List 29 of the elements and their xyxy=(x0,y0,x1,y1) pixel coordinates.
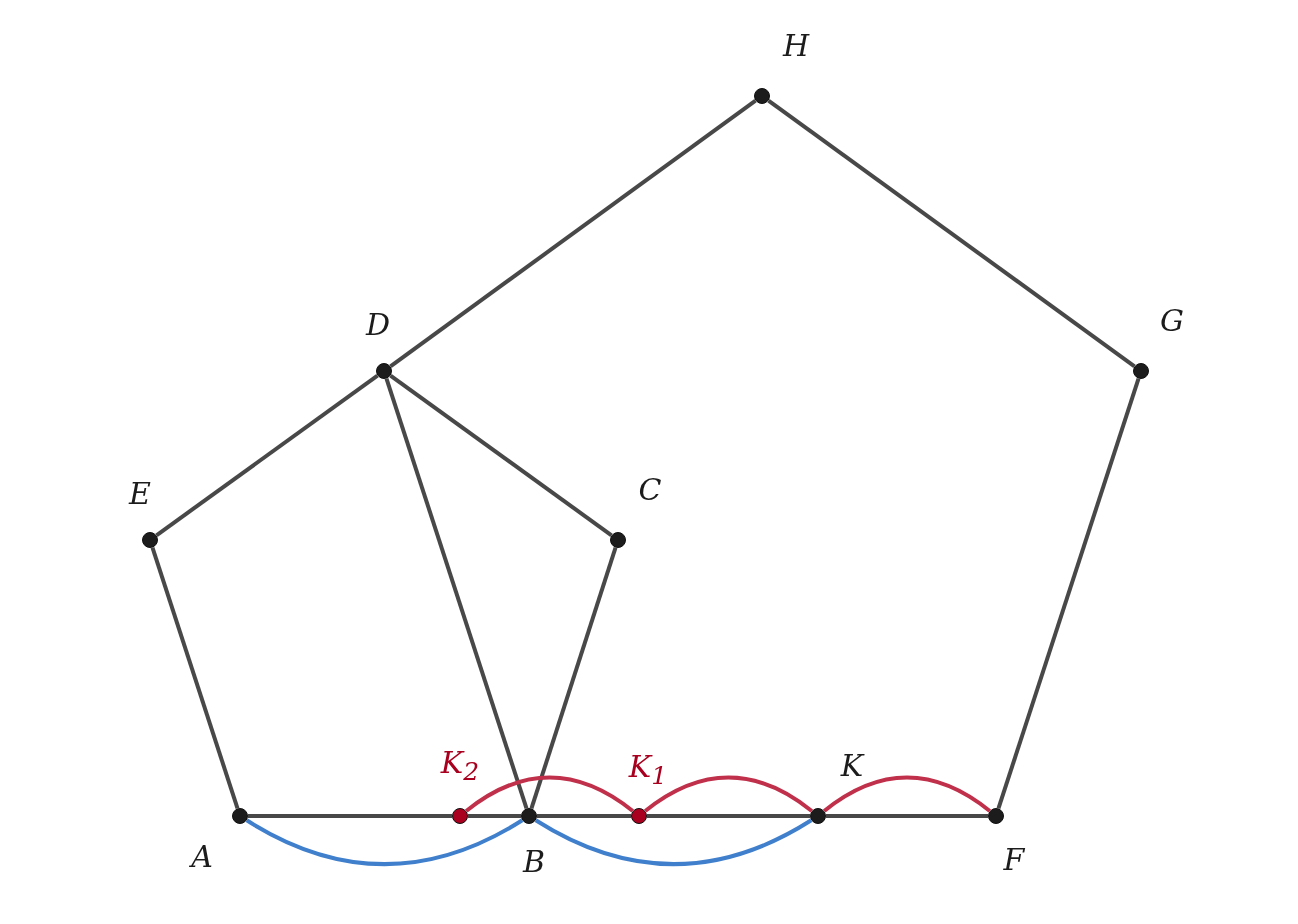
point-label: H xyxy=(782,31,810,61)
point-label: K xyxy=(840,751,864,781)
point-label: C xyxy=(638,475,662,505)
arc-curve xyxy=(245,818,524,867)
arc-curve xyxy=(465,775,634,813)
segment-line xyxy=(529,547,618,809)
point-label: A xyxy=(191,842,213,872)
segment-line xyxy=(248,814,452,818)
point-label: B xyxy=(523,847,545,877)
segment-line xyxy=(826,814,988,818)
segment-line xyxy=(647,814,810,818)
segment-line xyxy=(384,378,529,809)
point-label: G xyxy=(1160,306,1184,336)
segment-line xyxy=(389,99,757,368)
segment-line xyxy=(150,547,240,809)
point-label: K$_{1}$ xyxy=(628,752,668,788)
segment-line xyxy=(468,814,521,818)
segment-line xyxy=(537,814,631,818)
segment-line xyxy=(996,378,1141,809)
point-label: F xyxy=(1003,845,1025,875)
point-label: D xyxy=(365,310,391,340)
point-label: K$_{2}$ xyxy=(440,748,480,784)
point-label: E xyxy=(129,479,151,509)
segment-line xyxy=(155,374,379,537)
arc-curve xyxy=(534,818,813,867)
segment-line xyxy=(389,374,613,537)
segment-line xyxy=(767,99,1136,368)
arc-curve xyxy=(644,775,813,813)
arc-curve xyxy=(823,775,991,813)
